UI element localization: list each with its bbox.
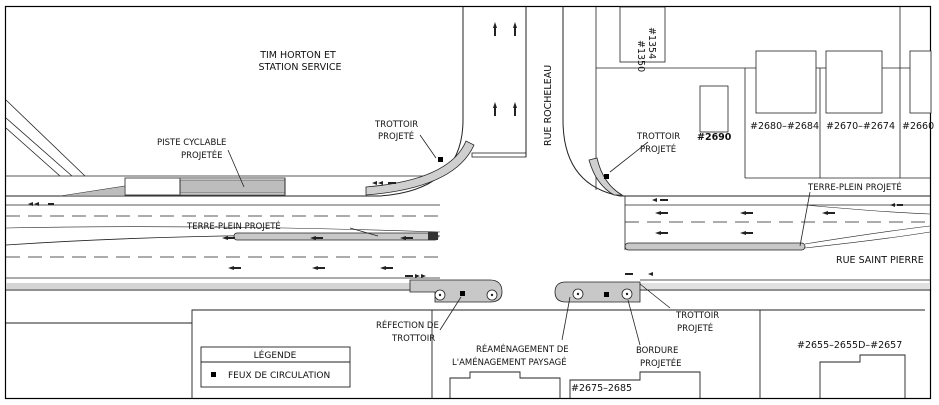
left-lot — [5, 7, 464, 197]
label-rue-rocheleau: RUE ROCHELEAU — [543, 65, 554, 146]
label-refection-1: RÉFECTION DE — [376, 319, 439, 331]
leader-lines — [227, 134, 811, 346]
building-2680 — [755, 50, 817, 114]
tree-left-1-dot — [438, 293, 442, 297]
bike-path-fill — [179, 179, 286, 194]
building-2690 — [699, 85, 729, 133]
south-sidewalk-left — [6, 283, 410, 289]
south-lots — [6, 309, 925, 398]
label-trottoir-left-2: PROJETÉ — [378, 130, 414, 142]
traffic-light-left — [438, 157, 443, 162]
address-2690: #2690 — [697, 132, 732, 143]
legend-title: LÉGENDE — [254, 349, 297, 361]
label-piste-cyclable-1: PISTE CYCLABLE — [157, 138, 226, 148]
median-right — [624, 242, 806, 251]
direction-arrows — [28, 22, 903, 278]
building-2660 — [909, 50, 932, 114]
label-reamenagement-2: L'AMÉNAGEMENT PAYSAGÉ — [452, 356, 567, 368]
legend-box — [200, 346, 351, 388]
label-terre-plein-right: TERRE-PLEIN PROJETÉ — [807, 181, 902, 193]
label-piste-cyclable-2: PROJETÉE — [181, 149, 223, 161]
tree-right-1-dot — [576, 292, 580, 296]
building-2670 — [825, 50, 883, 114]
address-1354: #1354 — [646, 27, 657, 59]
legend-traffic-light-icon — [211, 372, 216, 377]
label-tim-horton-1: TIM HORTON ET — [259, 50, 336, 61]
label-refection-2: TROTTOIR — [391, 334, 435, 344]
median-left-cap — [428, 232, 438, 240]
corner-sidewalk-left — [365, 140, 475, 196]
label-trottoir-right-1: TROTTOIR — [636, 132, 680, 142]
label-trottoir-bottom-1: TROTTOIR — [675, 311, 719, 321]
label-terre-plein-left: TERRE-PLEIN PROJETÉ — [186, 220, 281, 232]
tree-right-2-dot — [625, 292, 629, 296]
address-2675: #2675–2685 — [571, 383, 632, 394]
label-bordure-2: PROJETÉE — [640, 357, 682, 369]
bulb-out-left — [409, 279, 503, 303]
building-1350 — [619, 6, 666, 63]
legend-item-traffic-lights: FEUX DE CIRCULATION — [228, 371, 330, 381]
address-2660: #2660 — [902, 121, 934, 132]
south-sidewalk-right — [640, 283, 930, 289]
label-trottoir-right-2: PROJETÉ — [640, 143, 676, 155]
label-trottoir-left-1: TROTTOIR — [374, 120, 418, 130]
corner-sidewalk-right — [588, 157, 624, 196]
saint-pierre-road — [5, 196, 931, 291]
label-rue-saint-pierre: RUE SAINT PIERRE — [836, 255, 924, 266]
address-2670: #2670–#2674 — [826, 121, 895, 132]
rocheleau-curb-left — [471, 152, 527, 158]
label-reamenagement-1: RÉAMÉNAGEMENT DE — [476, 343, 569, 355]
label-trottoir-bottom-2: PROJETÉ — [677, 322, 713, 334]
label-bordure-1: BORDURE — [636, 346, 678, 356]
bike-ramp — [59, 185, 126, 197]
traffic-light-right — [604, 174, 609, 179]
traffic-light-bottom-right — [604, 292, 609, 297]
traffic-light-bottom-left — [460, 291, 465, 296]
drawing-frame — [4, 5, 932, 400]
address-1350: #1350 — [635, 40, 646, 72]
label-tim-horton-2: STATION SERVICE — [258, 62, 341, 73]
address-2655: #2655–2655D–#2657 — [797, 340, 902, 351]
tree-left-2-dot — [490, 293, 494, 297]
address-2680: #2680–#2684 — [750, 121, 819, 132]
